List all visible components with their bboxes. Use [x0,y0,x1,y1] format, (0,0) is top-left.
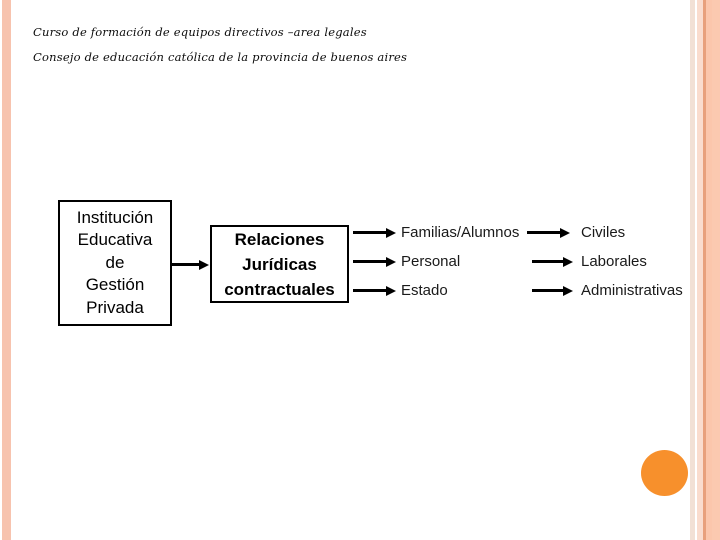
arrow-right-icon-to-civiles [527,227,570,238]
arrow-right-icon-to-personal [353,256,396,267]
arrow-right-icon-to-laborales [532,256,573,267]
decorative-bar-right-4 [706,0,712,540]
decorative-bar-right-3 [703,0,706,540]
arrow-right-icon-to-familias [353,227,396,238]
diagram-label-personal: Personal [401,253,461,270]
decorative-bar-left [2,0,11,540]
diagram-label-laborales: Laborales [581,253,647,270]
diagram-label-administrativas: Administrativas [581,282,683,299]
box-line: Jurídicas [242,254,317,274]
box-line: Gestión [85,275,145,295]
diagram-label-familias: Familias/Alumnos [401,224,520,241]
box-line: de [105,252,125,272]
diagram-box-institucion: Institución Educativa de Gestión Privada [58,200,172,326]
arrow-right-icon-institucion-to-relaciones [172,259,209,270]
box-line: Relaciones [234,229,325,249]
box-line: contractuales [224,279,335,299]
decorative-circle [641,450,688,496]
diagram-box-institucion-label: Institución Educativa de Gestión Privada [75,207,156,320]
decorative-bar-right-2 [697,0,703,540]
arrow-right-icon-to-administrativas [532,285,573,296]
arrow-right-icon-to-estado [353,285,396,296]
diagram-label-estado: Estado [401,282,448,299]
header-line-1: Curso de formación de equipos directivos… [33,25,367,39]
box-line: Privada [86,297,144,317]
diagram-label-civiles: Civiles [581,224,626,241]
slide-header: Curso de formación de equipos directivos… [33,20,593,70]
header-line-2: Consejo de educación católica de la prov… [33,50,408,64]
diagram-box-relaciones-label: Relaciones Jurídicas contractuales [222,227,337,302]
diagram-box-relaciones: Relaciones Jurídicas contractuales [210,225,349,303]
decorative-bar-right-1 [690,0,695,540]
box-line: Institución [76,207,154,227]
decorative-bar-right-5 [712,0,720,540]
box-line: Educativa [77,230,153,250]
